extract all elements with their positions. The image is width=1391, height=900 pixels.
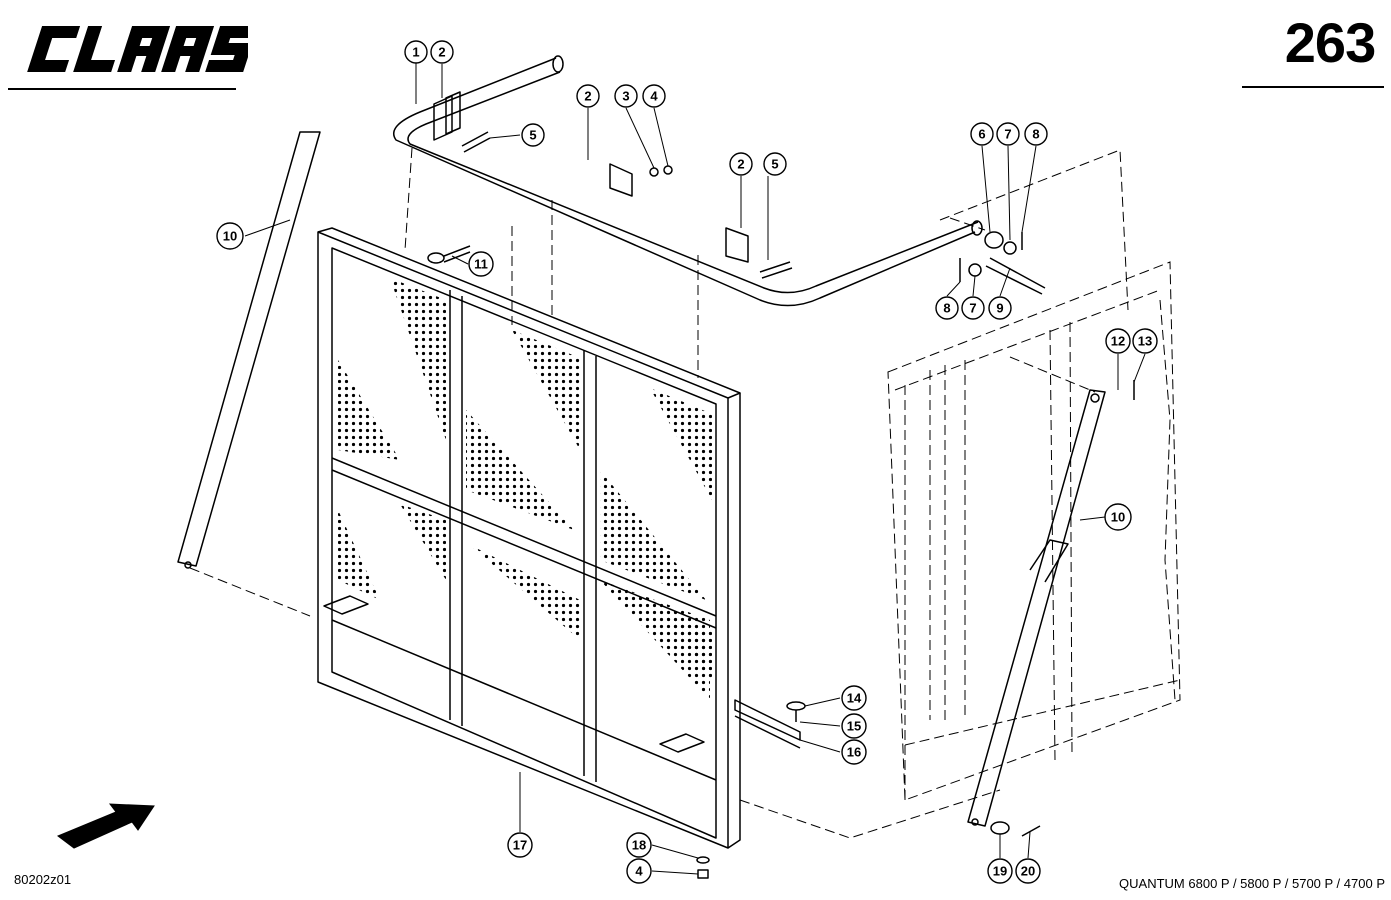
- callout-13: 13: [1132, 328, 1158, 354]
- svg-text:10: 10: [1111, 510, 1125, 525]
- callout-3: 3: [614, 84, 638, 108]
- model-designation: QUANTUM 6800 P / 5800 P / 5700 P / 4700 …: [1119, 876, 1385, 891]
- support-struts: [177, 131, 1106, 827]
- lower-strips: [696, 699, 1041, 879]
- svg-text:11: 11: [474, 257, 488, 272]
- travel-direction-arrow: [56, 803, 155, 849]
- callout-2: 2: [576, 84, 600, 108]
- svg-text:4: 4: [650, 89, 658, 104]
- svg-text:2: 2: [584, 89, 591, 104]
- svg-text:5: 5: [529, 128, 536, 143]
- svg-text:14: 14: [847, 691, 862, 706]
- svg-text:18: 18: [632, 838, 646, 853]
- svg-text:13: 13: [1138, 334, 1152, 349]
- callout-14: 14: [841, 685, 867, 711]
- callout-10: 10: [216, 222, 244, 250]
- callout-10: 10: [1104, 503, 1132, 531]
- svg-text:6: 6: [978, 127, 985, 142]
- svg-text:5: 5: [771, 157, 778, 172]
- pins-and-bolts: [427, 131, 1135, 400]
- callout-5: 5: [763, 152, 787, 176]
- callout-8: 8: [1024, 122, 1048, 146]
- drawing-number: 80202z01: [14, 872, 72, 887]
- callout-5: 5: [521, 123, 545, 147]
- callout-8: 8: [935, 296, 959, 320]
- callout-7: 7: [996, 122, 1020, 146]
- callout-20: 20: [1015, 858, 1041, 884]
- callout-7: 7: [961, 296, 985, 320]
- header-rule-right: [1242, 86, 1384, 88]
- grille-frame: [317, 227, 741, 849]
- top-rail-tube: [393, 55, 983, 307]
- callout-4: 4: [642, 84, 666, 108]
- svg-text:2: 2: [438, 45, 445, 60]
- svg-text:8: 8: [1032, 127, 1039, 142]
- svg-text:3: 3: [622, 89, 629, 104]
- svg-text:7: 7: [1004, 127, 1011, 142]
- header-rule-left: [8, 88, 236, 90]
- svg-text:10: 10: [223, 229, 237, 244]
- page-number: 263: [1284, 11, 1376, 74]
- callout-17: 17: [507, 832, 533, 858]
- callout-16: 16: [841, 739, 867, 765]
- svg-text:7: 7: [969, 301, 976, 316]
- assembly-lines: [189, 147, 1096, 839]
- part-callouts: 1 2 5 2 3 4 2 5 6 7 8 8 7 9 10 11 12 13 …: [216, 40, 1158, 884]
- svg-text:1: 1: [412, 45, 419, 60]
- callout-15: 15: [841, 713, 867, 739]
- svg-text:8: 8: [943, 301, 950, 316]
- rail-brackets: [433, 91, 749, 263]
- claas-logo: [27, 26, 248, 72]
- svg-text:9: 9: [996, 301, 1003, 316]
- callout-2: 2: [729, 152, 753, 176]
- callout-6: 6: [970, 122, 994, 146]
- svg-text:17: 17: [513, 838, 527, 853]
- svg-text:20: 20: [1021, 864, 1035, 879]
- callout-12: 12: [1105, 328, 1131, 354]
- svg-text:15: 15: [847, 719, 861, 734]
- svg-text:2: 2: [737, 157, 744, 172]
- svg-text:16: 16: [847, 745, 861, 760]
- callout-1: 1: [404, 40, 428, 64]
- callout-leaders: [244, 62, 1146, 875]
- svg-text:12: 12: [1111, 334, 1125, 349]
- callout-4: 4: [626, 858, 652, 884]
- callout-11: 11: [468, 251, 494, 277]
- callout-2: 2: [430, 40, 454, 64]
- callout-9: 9: [988, 296, 1012, 320]
- callout-18: 18: [626, 832, 652, 858]
- svg-text:19: 19: [993, 864, 1007, 879]
- svg-text:4: 4: [635, 864, 643, 879]
- machine-outline: [887, 149, 1181, 801]
- callout-19: 19: [987, 858, 1013, 884]
